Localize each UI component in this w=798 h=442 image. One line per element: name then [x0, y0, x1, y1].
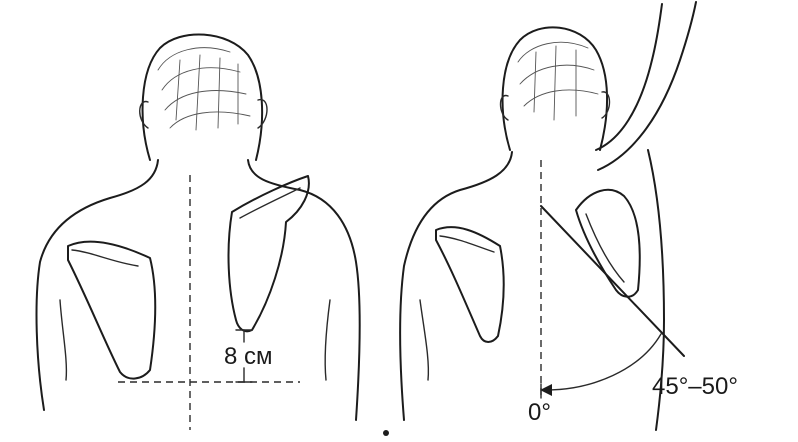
angle-start-label: 0° [528, 399, 551, 426]
left-scapula-1 [68, 242, 155, 379]
angle-arc [546, 334, 661, 390]
right-head [501, 27, 610, 150]
right-scapula-1 [436, 227, 504, 342]
raised-arm-inner [598, 2, 696, 170]
angle-arc-arrowhead [540, 384, 552, 396]
left-head [140, 34, 267, 160]
right-scapula-2-rotated [576, 190, 640, 297]
left-figure: 8 см [37, 34, 360, 430]
left-body-outline [37, 160, 158, 410]
right-body-outline [400, 152, 512, 420]
distance-label: 8 см [224, 343, 273, 370]
stray-mark [383, 430, 389, 436]
right-figure [400, 2, 696, 430]
angle-end-label: 45°–50° [652, 373, 738, 400]
left-scapula-2 [229, 176, 309, 331]
